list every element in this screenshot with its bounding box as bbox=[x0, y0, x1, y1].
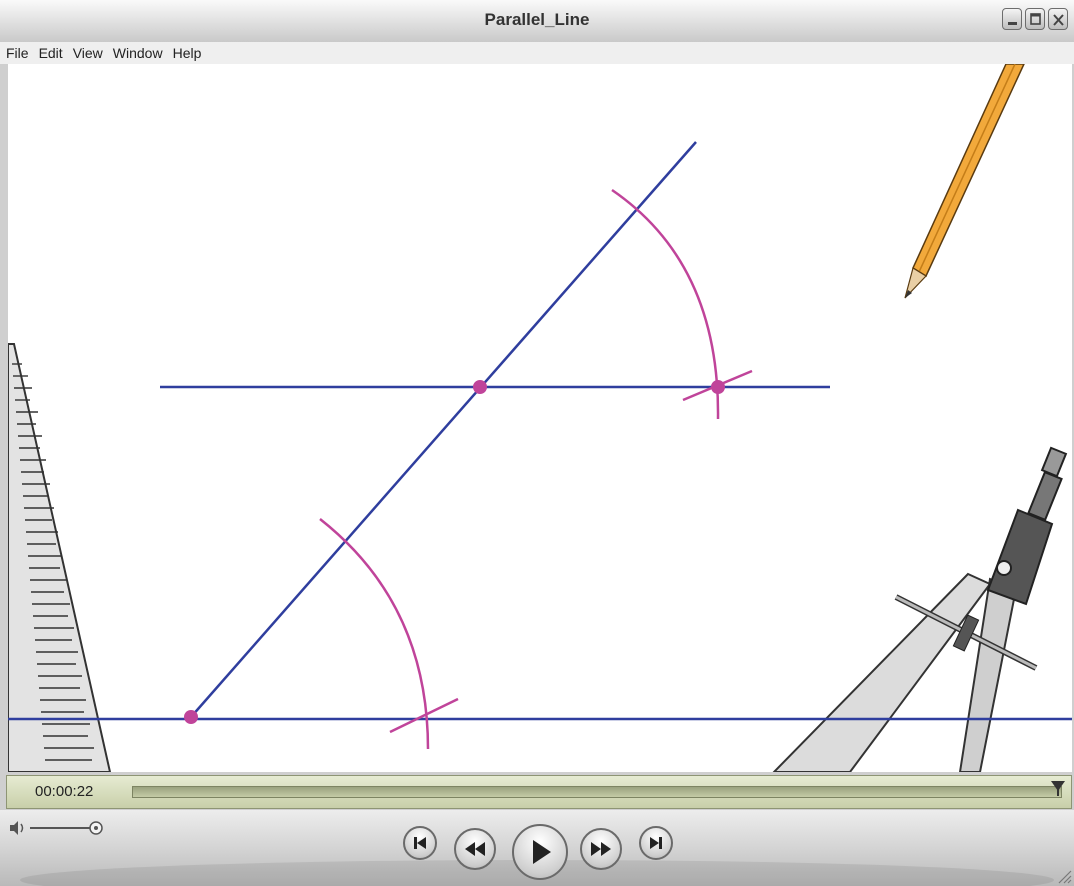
video-canvas[interactable] bbox=[8, 64, 1072, 772]
construction-drawing bbox=[8, 64, 1072, 772]
maximize-icon bbox=[1030, 13, 1041, 25]
play-icon bbox=[533, 840, 551, 864]
title-bar[interactable]: Parallel_Line bbox=[0, 0, 1074, 43]
maximize-button[interactable] bbox=[1025, 8, 1045, 30]
close-icon bbox=[1053, 14, 1064, 26]
construction-arcs bbox=[319, 188, 753, 750]
skip-to-start-icon bbox=[414, 837, 426, 849]
volume-control[interactable] bbox=[8, 818, 108, 838]
timeline-bar: 00:00:22 bbox=[6, 775, 1072, 809]
skip-to-end-icon bbox=[650, 837, 662, 849]
fast-forward-icon bbox=[591, 842, 611, 856]
window-title: Parallel_Line bbox=[484, 10, 590, 29]
menu-help[interactable]: Help bbox=[172, 45, 202, 61]
timecode-display: 00:00:22 bbox=[35, 783, 94, 800]
menu-bar: File Edit View Window Help bbox=[0, 42, 1074, 64]
minimize-button[interactable] bbox=[1002, 8, 1022, 30]
resize-grip-icon[interactable] bbox=[1056, 868, 1072, 884]
fast-forward-button[interactable] bbox=[580, 828, 622, 870]
playback-controls bbox=[0, 810, 1074, 886]
play-button[interactable] bbox=[512, 824, 568, 880]
playhead-marker[interactable] bbox=[1051, 781, 1065, 791]
pencil-illustration bbox=[904, 64, 1025, 299]
close-button[interactable] bbox=[1048, 8, 1068, 30]
seek-track[interactable] bbox=[132, 786, 1062, 798]
ruler-illustration bbox=[8, 343, 112, 772]
menu-file[interactable]: File bbox=[6, 45, 29, 61]
skip-to-end-button[interactable] bbox=[639, 826, 673, 860]
rewind-button[interactable] bbox=[454, 828, 496, 870]
menu-window[interactable]: Window bbox=[112, 45, 163, 61]
construction-points bbox=[184, 380, 725, 724]
playhead-stem bbox=[1057, 788, 1059, 796]
window-buttons bbox=[1002, 8, 1068, 30]
compass-illustration bbox=[772, 446, 1068, 772]
menu-view[interactable]: View bbox=[72, 45, 103, 61]
minimize-icon bbox=[1008, 22, 1017, 25]
speaker-icon bbox=[10, 821, 24, 835]
rewind-icon bbox=[465, 842, 485, 856]
skip-to-start-button[interactable] bbox=[403, 826, 437, 860]
menu-edit[interactable]: Edit bbox=[38, 45, 63, 61]
